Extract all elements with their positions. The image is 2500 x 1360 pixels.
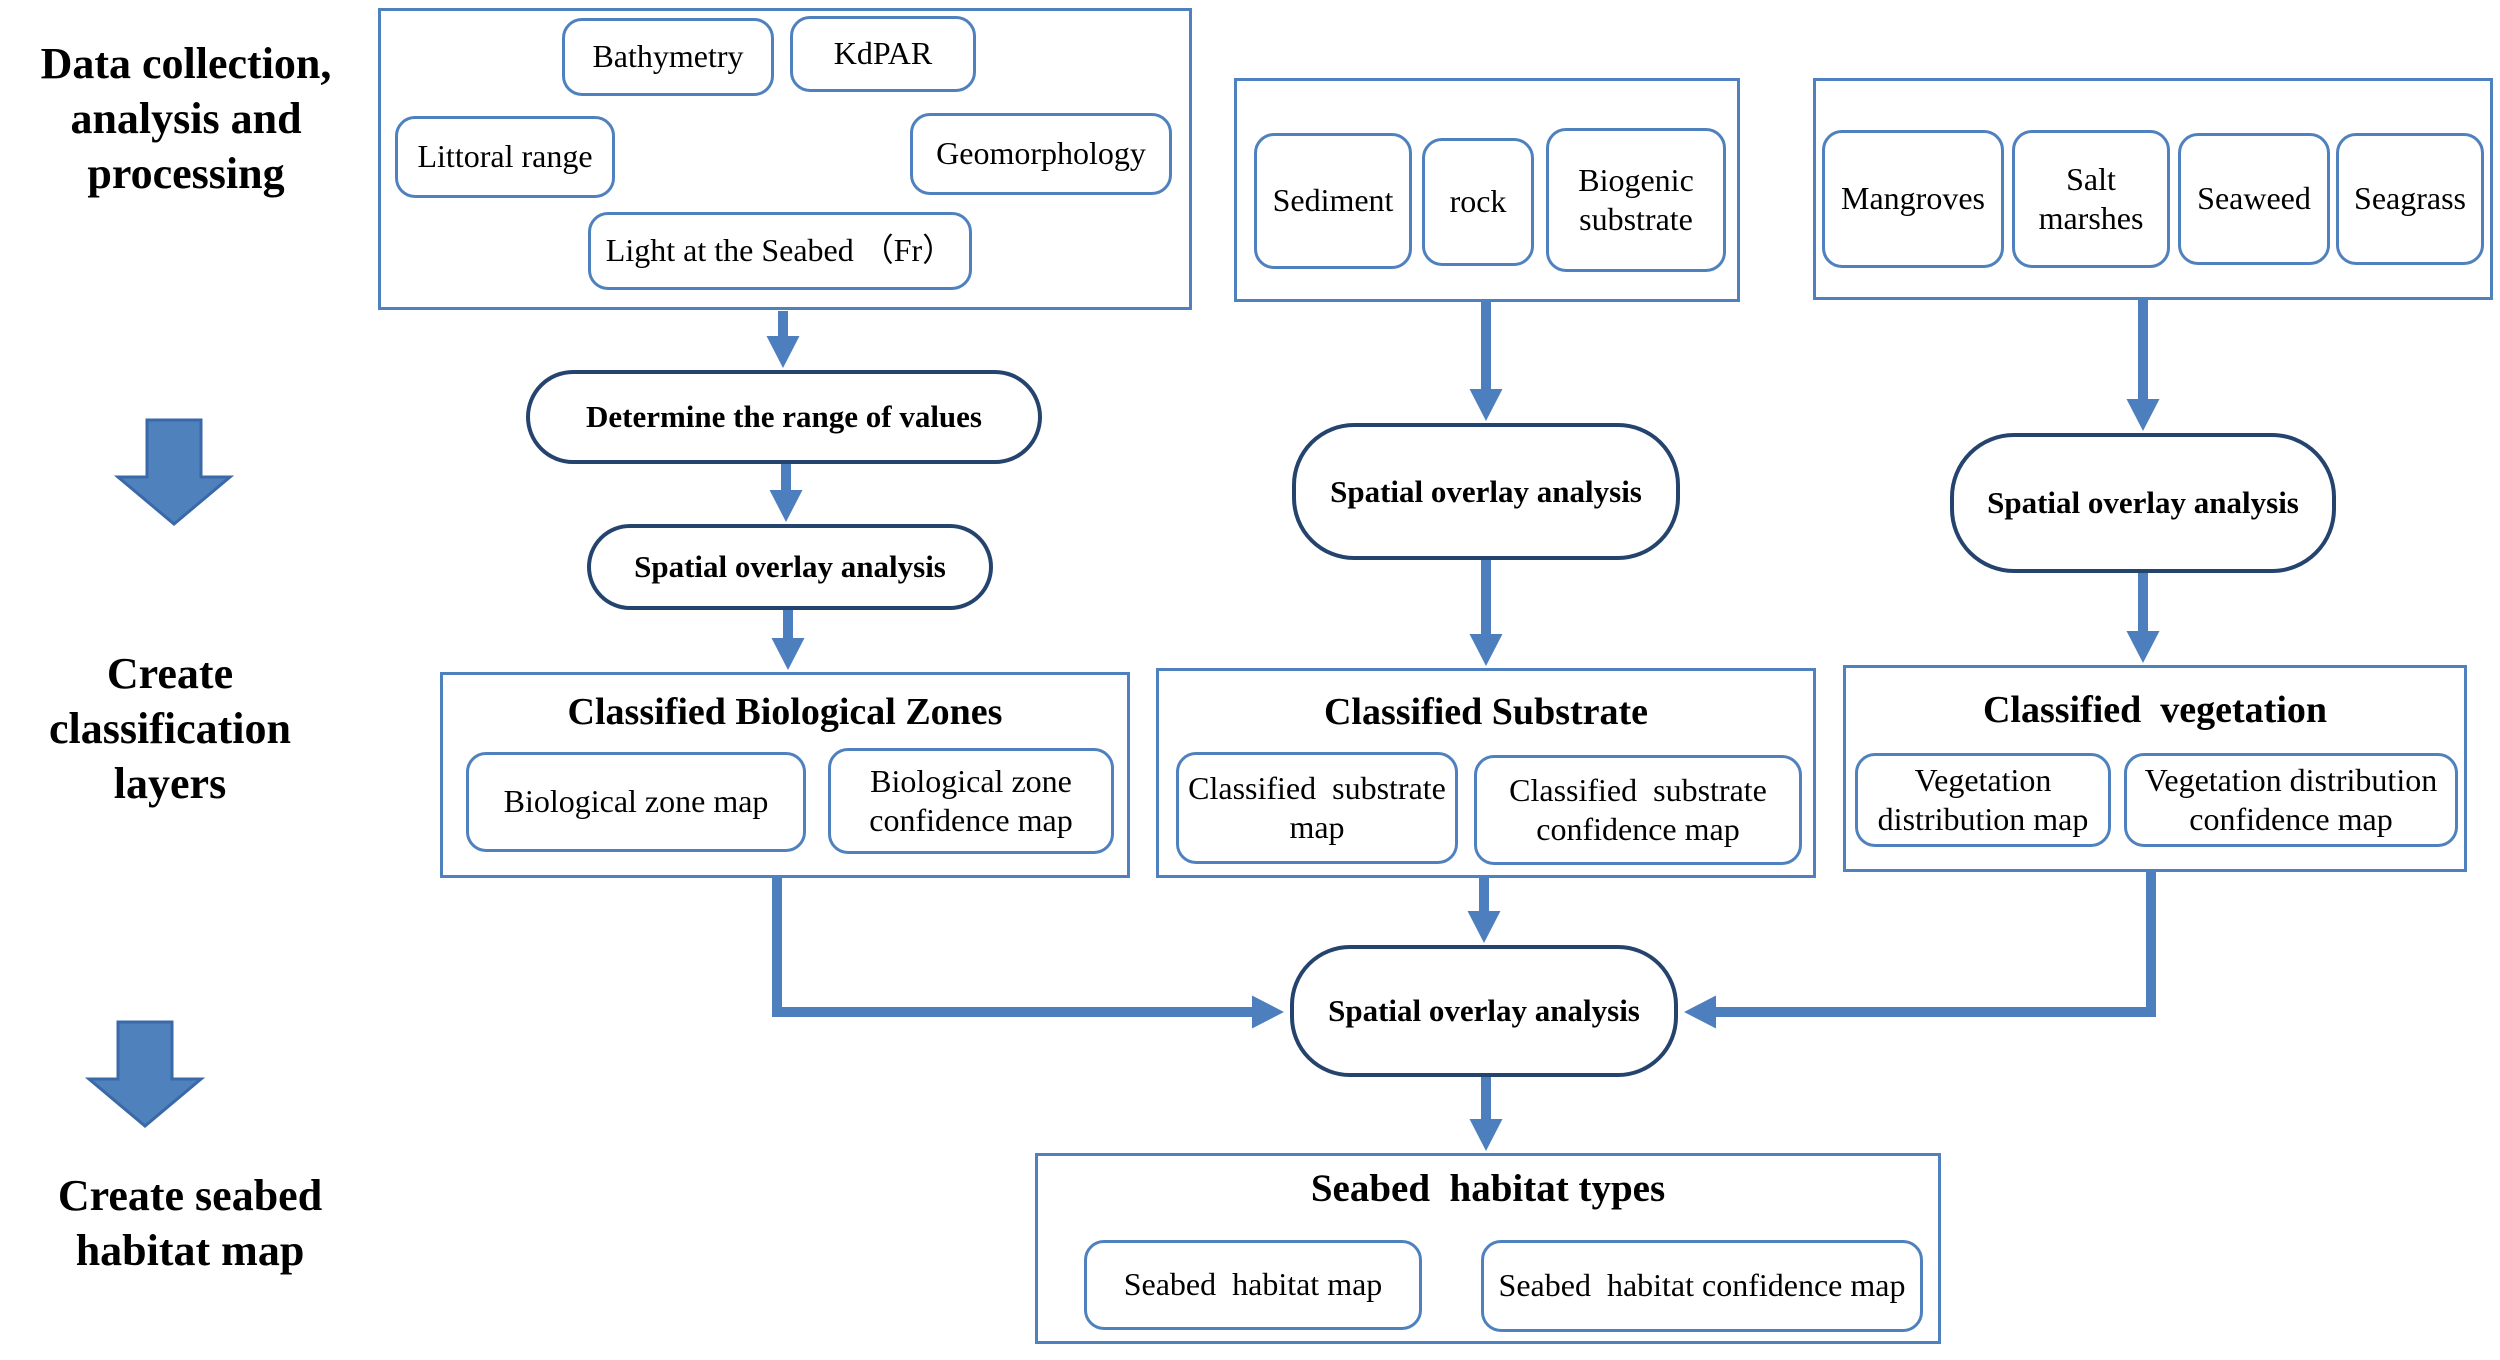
node-mangroves: Mangroves: [1822, 130, 2004, 268]
down-block-arrow-icon: [84, 1020, 206, 1128]
classified-vegetation-title: Classified vegetation: [1982, 689, 2328, 731]
node-seabed-habitat-confidence-map: Seabed habitat confidence map: [1481, 1240, 1923, 1332]
node-biological-zone-confidence-map: Biological zone confidence map: [828, 748, 1114, 854]
down-block-arrow-icon: [113, 418, 235, 526]
node-classified-substrate-map: Classified substrate map: [1176, 752, 1458, 864]
classified-substrate-title: Classified Substrate: [1323, 691, 1649, 733]
arrow-classified-vegetation-to-final-overlay: [1684, 872, 2156, 1029]
arrow-classified-bio-to-final-overlay: [772, 878, 1284, 1029]
node-littoral-range: Littoral range: [395, 116, 615, 198]
node-sediment: Sediment: [1254, 133, 1412, 269]
node-vegetation-distribution-map: Vegetation distribution map: [1855, 753, 2111, 847]
stage-label-data-collection: Data collection, analysis and processing: [40, 39, 332, 198]
node-bathymetry: Bathymetry: [562, 18, 774, 96]
process-spatial-overlay-vegetation: Spatial overlay analysis: [1950, 433, 2336, 573]
node-salt-marshes: Salt marshes: [2012, 130, 2170, 268]
stage-label-create-seabed-habitat-map: Create seabed habitat map: [57, 1171, 323, 1275]
process-determine-range: Determine the range of values: [526, 370, 1042, 464]
node-kdpar: KdPAR: [790, 16, 976, 92]
classified-biological-zones-title: Classified Biological Zones: [567, 691, 1003, 733]
node-seaweed: Seaweed: [2178, 133, 2330, 265]
process-spatial-overlay-final: Spatial overlay analysis: [1290, 945, 1678, 1077]
process-spatial-overlay-substrate: Spatial overlay analysis: [1292, 423, 1680, 560]
node-biological-zone-map: Biological zone map: [466, 752, 806, 852]
node-rock: rock: [1422, 138, 1534, 266]
stage-label-create-classification-layers: Create classification layers: [49, 649, 291, 808]
node-seabed-habitat-map: Seabed habitat map: [1084, 1240, 1422, 1330]
node-biogenic-substrate: Biogenic substrate: [1546, 128, 1726, 272]
node-light-at-seabed: Light at the Seabed （Fr）: [588, 212, 972, 290]
seabed-habitat-types-title: Seabed habitat types: [1310, 1167, 1666, 1210]
process-spatial-overlay-biological: Spatial overlay analysis: [587, 524, 993, 610]
node-geomorphology: Geomorphology: [910, 113, 1172, 195]
node-classified-substrate-confidence-map: Classified substrate confidence map: [1474, 755, 1802, 865]
node-vegetation-distribution-confidence-map: Vegetation distribution confidence map: [2124, 753, 2458, 847]
node-seagrass: Seagrass: [2336, 133, 2484, 265]
